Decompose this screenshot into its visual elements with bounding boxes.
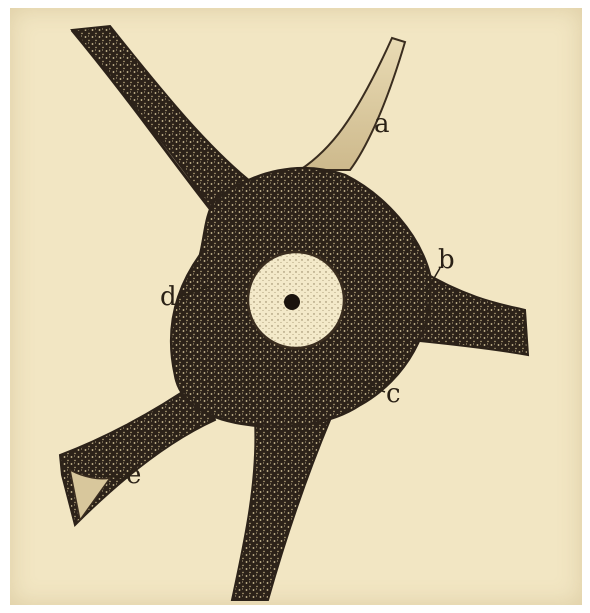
label-b: b — [438, 245, 455, 275]
label-d: d — [160, 282, 177, 312]
dendrite-upper-left-outline — [72, 30, 215, 215]
label-c: c — [386, 379, 401, 409]
label-e: e — [126, 460, 141, 490]
nucleolus — [284, 294, 300, 310]
process-bottom — [232, 420, 330, 600]
label-a: a — [374, 109, 390, 139]
process-a — [300, 38, 405, 170]
dendrite-upper-left — [72, 26, 255, 215]
